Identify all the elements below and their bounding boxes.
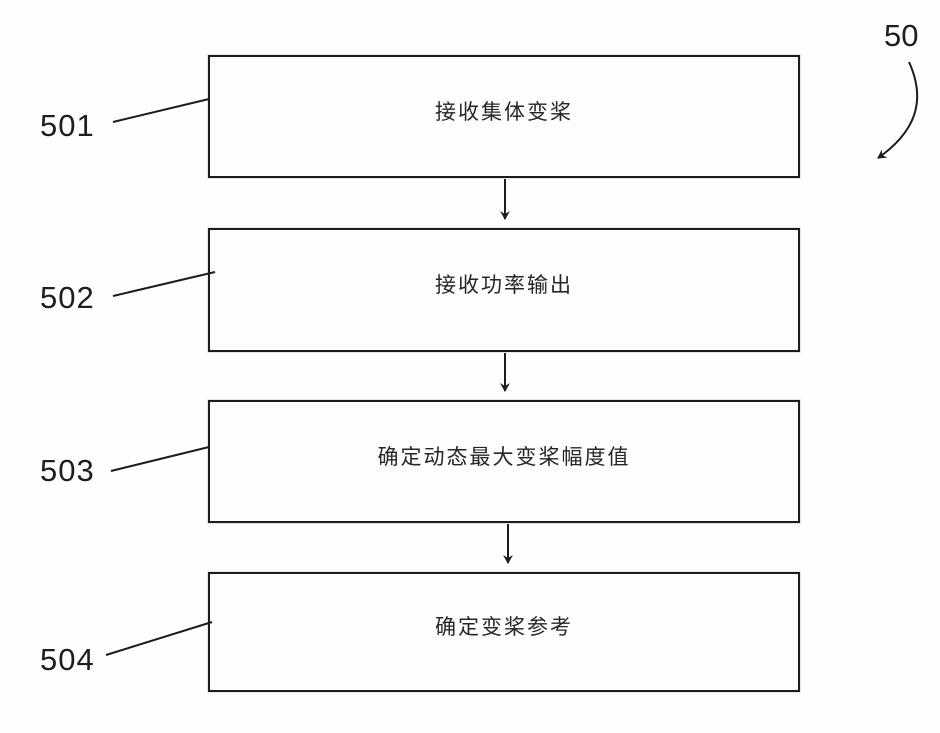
flowchart-box-step-501: 接收集体变桨	[208, 55, 800, 178]
step-503-label: 确定动态最大变桨幅度值	[377, 445, 631, 469]
step-number-503: 503	[40, 453, 95, 488]
leader-line-501	[112, 98, 210, 123]
leader-line-504	[105, 621, 213, 656]
figure-reference-number: 50	[884, 18, 919, 53]
leader-line-502	[112, 271, 216, 297]
step-501-label: 接收集体变桨	[435, 100, 573, 124]
leader-lines	[105, 98, 216, 656]
flowchart-box-step-504: 确定变桨参考	[208, 572, 800, 692]
step-504-label: 确定变桨参考	[435, 616, 573, 639]
flowchart-box-step-503: 确定动态最大变桨幅度值	[208, 400, 800, 523]
step-502-label: 接收功率输出	[435, 274, 573, 297]
flowchart-box-step-502: 接收功率输出	[208, 228, 800, 352]
step-number-504: 504	[40, 642, 95, 677]
figure-reference-curved-arrow	[877, 61, 919, 159]
step-number-501: 501	[40, 108, 95, 143]
leader-line-503	[110, 446, 210, 472]
step-number-502: 502	[40, 280, 95, 315]
